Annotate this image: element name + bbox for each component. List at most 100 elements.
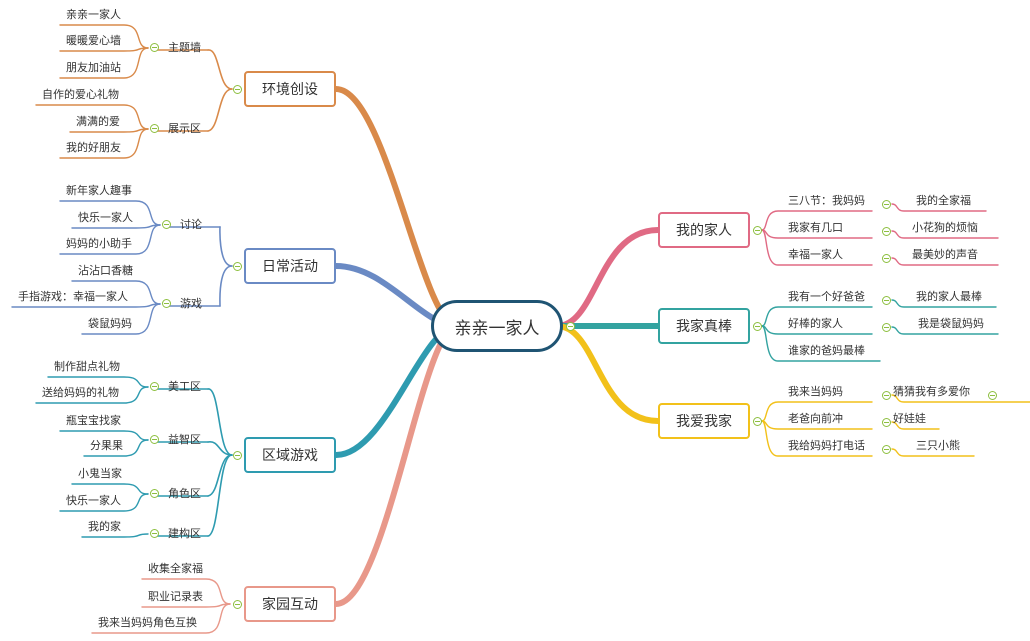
- item-left-0-1-2[interactable]: 我的好朋友: [66, 141, 121, 154]
- link-child-0-0: [891, 203, 987, 212]
- link-item-1-1-2: [81, 303, 161, 335]
- item-left-0-0-1[interactable]: 暖暖爱心墙: [66, 34, 121, 47]
- link-item-2-1-1: [83, 439, 149, 457]
- link-row-0-0: [761, 210, 873, 231]
- item-left-0-0-2[interactable]: 朋友加油站: [66, 61, 121, 74]
- collapse-toggle-group-2-3[interactable]: [149, 528, 159, 538]
- row-right-2-0[interactable]: 我来当妈妈: [788, 385, 843, 398]
- group-left-2-3[interactable]: 建构区: [168, 527, 201, 540]
- child-right-1-0[interactable]: 我的家人最棒: [916, 290, 982, 303]
- link-item-2-2-0: [71, 483, 149, 495]
- item-left-1-1-0[interactable]: 沾沾口香糖: [78, 264, 133, 277]
- item-left-1-1-1[interactable]: 手指游戏：幸福一家人: [18, 290, 128, 303]
- child-right-0-2[interactable]: 最美妙的声音: [912, 248, 978, 261]
- collapse-toggle-right-0[interactable]: [752, 225, 762, 235]
- item-left-2-1-0[interactable]: 瓶宝宝找家: [66, 414, 121, 427]
- link-child-2-0: [891, 394, 1030, 403]
- item-left-3-0-2[interactable]: 我来当妈妈角色互换: [98, 616, 197, 629]
- link-group-0-1: [207, 88, 233, 132]
- collapse-toggle-row-1-1[interactable]: [881, 322, 891, 332]
- collapse-toggle-right-2[interactable]: [752, 416, 762, 426]
- topic-right-0[interactable]: 我的家人: [658, 212, 750, 248]
- item-left-2-0-1[interactable]: 送给妈妈的礼物: [42, 386, 119, 399]
- collapse-toggle-row-2-0[interactable]: [881, 390, 891, 400]
- row-right-2-1[interactable]: 老爸向前冲: [788, 412, 843, 425]
- row-right-0-0[interactable]: 三八节：我妈妈: [788, 194, 865, 207]
- item-left-2-0-0[interactable]: 制作甜点礼物: [54, 360, 120, 373]
- row-right-0-2[interactable]: 幸福一家人: [788, 248, 843, 261]
- central-topic[interactable]: 亲亲一家人: [431, 300, 563, 352]
- topic-left-3[interactable]: 家园互动: [244, 586, 336, 622]
- link-group-2-0: [207, 388, 233, 456]
- collapse-toggle-row-1-0[interactable]: [881, 295, 891, 305]
- collapse-toggle-left-3[interactable]: [232, 599, 242, 609]
- group-left-1-1[interactable]: 游戏: [180, 297, 202, 310]
- group-left-0-1[interactable]: 展示区: [168, 122, 201, 135]
- topic-left-0[interactable]: 环境创设: [244, 71, 336, 107]
- collapse-toggle-row-2-2[interactable]: [881, 444, 891, 454]
- row-right-2-2[interactable]: 我给妈妈打电话: [788, 439, 865, 452]
- child-right-2-2[interactable]: 三只小熊: [916, 439, 960, 452]
- collapse-toggle-group-0-0[interactable]: [149, 42, 159, 52]
- link-child-1-0: [891, 299, 997, 308]
- link-item-1-1-1: [11, 303, 161, 308]
- topic-left-1[interactable]: 日常活动: [244, 248, 336, 284]
- link-item-0-0-2: [59, 47, 149, 79]
- row-right-1-0[interactable]: 我有一个好爸爸: [788, 290, 865, 303]
- link-item-1-0-0: [59, 200, 161, 226]
- link-row-2-2: [761, 420, 873, 457]
- link-group-2-1: [207, 441, 233, 456]
- item-left-3-0-0[interactable]: 收集全家福: [148, 562, 203, 575]
- collapse-toggle-group-2-2[interactable]: [149, 488, 159, 498]
- row-right-1-2[interactable]: 谁家的爸妈最棒: [788, 344, 865, 357]
- link-child-0-1: [891, 230, 999, 239]
- collapse-toggle-group-2-0[interactable]: [149, 381, 159, 391]
- topic-right-1[interactable]: 我家真棒: [658, 308, 750, 344]
- collapse-toggle-row-0-0[interactable]: [881, 199, 891, 209]
- collapse-toggle-left-1[interactable]: [232, 261, 242, 271]
- topic-left-2[interactable]: 区域游戏: [244, 437, 336, 473]
- item-left-0-1-1[interactable]: 满满的爱: [76, 115, 120, 128]
- item-left-2-2-0[interactable]: 小鬼当家: [78, 467, 122, 480]
- group-left-2-0[interactable]: 美工区: [168, 380, 201, 393]
- child-right-2-0[interactable]: 猜猜我有多爱你: [893, 385, 970, 398]
- collapse-toggle-group-1-1[interactable]: [161, 298, 171, 308]
- collapse-toggle-group-0-1[interactable]: [149, 123, 159, 133]
- item-left-3-0-1[interactable]: 职业记录表: [148, 590, 203, 603]
- item-left-2-1-1[interactable]: 分果果: [90, 439, 123, 452]
- collapse-toggle-right-1[interactable]: [752, 321, 762, 331]
- link-item-3-0-2: [91, 603, 231, 634]
- row-right-1-1[interactable]: 好棒的家人: [788, 317, 843, 330]
- child-right-0-0[interactable]: 我的全家福: [916, 194, 971, 207]
- collapse-toggle-left-0[interactable]: [232, 84, 242, 94]
- item-left-1-1-2[interactable]: 袋鼠妈妈: [88, 317, 132, 330]
- group-left-1-0[interactable]: 讨论: [180, 218, 202, 231]
- item-left-1-0-1[interactable]: 快乐一家人: [78, 211, 133, 224]
- collapse-toggle-extra[interactable]: [987, 390, 997, 400]
- group-left-2-1[interactable]: 益智区: [168, 433, 201, 446]
- item-left-1-0-2[interactable]: 妈妈的小助手: [66, 237, 132, 250]
- collapse-toggle-row-0-2[interactable]: [881, 253, 891, 263]
- item-left-0-1-0[interactable]: 自作的爱心礼物: [42, 88, 119, 101]
- link-item-2-1-0: [59, 430, 149, 441]
- item-left-0-0-0[interactable]: 亲亲一家人: [66, 8, 121, 21]
- item-left-2-3-0[interactable]: 我的家: [88, 520, 121, 533]
- child-right-0-1[interactable]: 小花狗的烦恼: [912, 221, 978, 234]
- collapse-toggle-center[interactable]: [565, 321, 575, 331]
- collapse-toggle-row-2-1[interactable]: [881, 417, 891, 427]
- topic-right-2[interactable]: 我爱我家: [658, 403, 750, 439]
- collapse-toggle-row-0-1[interactable]: [881, 226, 891, 236]
- child-right-1-1[interactable]: 我是袋鼠妈妈: [918, 317, 984, 330]
- row-right-0-1[interactable]: 我家有几口: [788, 221, 843, 234]
- collapse-toggle-group-2-1[interactable]: [149, 434, 159, 444]
- link-item-2-2-1: [59, 493, 149, 512]
- group-left-0-0[interactable]: 主题墙: [168, 41, 201, 54]
- collapse-toggle-left-2[interactable]: [232, 450, 242, 460]
- item-left-1-0-0[interactable]: 新年家人趣事: [66, 184, 132, 197]
- child-right-2-1[interactable]: 好娃娃: [893, 412, 926, 425]
- collapse-toggle-group-1-0[interactable]: [161, 219, 171, 229]
- group-left-2-2[interactable]: 角色区: [168, 487, 201, 500]
- link-group-2-3: [207, 454, 233, 537]
- item-left-2-2-1[interactable]: 快乐一家人: [66, 494, 121, 507]
